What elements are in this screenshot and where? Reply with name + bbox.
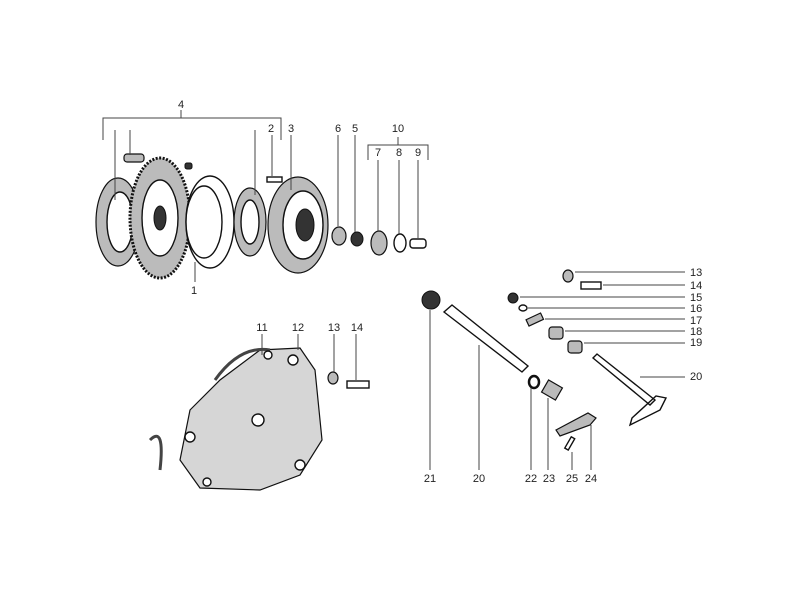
callout-5: 5 xyxy=(352,123,358,135)
callout-1: 1 xyxy=(191,285,197,297)
shaft-20 xyxy=(442,304,530,373)
gearbox-cover xyxy=(148,347,370,491)
callout-b21: 21 xyxy=(424,473,436,485)
bolt-14 xyxy=(580,281,602,290)
callout-r20: 20 xyxy=(690,371,702,383)
callout-r15: 15 xyxy=(690,292,702,304)
callout-6: 6 xyxy=(335,123,341,135)
screw xyxy=(266,176,283,183)
clutch-assembly xyxy=(95,153,427,280)
spring-23 xyxy=(540,379,564,401)
washer-b13 xyxy=(327,371,339,385)
callout-r18: 18 xyxy=(690,326,702,338)
callout-4: 4 xyxy=(178,99,184,111)
bush-9 xyxy=(409,238,427,249)
bush-19 xyxy=(567,340,583,354)
washer-13 xyxy=(562,269,574,283)
callout-r16: 16 xyxy=(690,303,702,315)
knob-21 xyxy=(421,290,441,310)
callout-b22: 22 xyxy=(525,473,537,485)
callout-b20: 20 xyxy=(473,473,485,485)
leader-lines xyxy=(102,110,429,282)
pin-25 xyxy=(563,435,576,452)
callout-b11: 11 xyxy=(256,322,267,334)
callout-b12: 12 xyxy=(292,322,304,334)
leader-lines-right xyxy=(429,271,685,470)
callout-10: 10 xyxy=(392,123,404,135)
callout-7: 7 xyxy=(375,147,381,159)
callout-b25: 25 xyxy=(566,473,578,485)
callout-labels: 4 2 3 6 5 10 7 8 9 1 13 14 15 16 17 18 1… xyxy=(178,99,702,485)
callout-r19: 19 xyxy=(690,337,702,349)
callout-b23: 23 xyxy=(543,473,555,485)
callout-r13: 13 xyxy=(690,267,702,279)
lever-17 xyxy=(525,312,545,327)
bush-18 xyxy=(548,326,564,340)
gear-shift-parts xyxy=(421,269,668,452)
leader-lines-bottom xyxy=(261,334,357,380)
bearing-7 xyxy=(370,230,388,256)
callout-b14: 14 xyxy=(351,322,363,334)
kick-shaft xyxy=(591,353,668,427)
callout-3: 3 xyxy=(288,123,294,135)
callout-r14: 14 xyxy=(690,280,702,292)
washer-6 xyxy=(331,226,347,246)
lever-24 xyxy=(555,412,597,437)
bolt-b14 xyxy=(346,380,370,389)
pin xyxy=(184,162,193,170)
callout-b13: 13 xyxy=(328,322,340,334)
oring-22 xyxy=(527,374,541,390)
callout-r17: 17 xyxy=(690,315,702,327)
callout-b24: 24 xyxy=(585,473,597,485)
callout-2: 2 xyxy=(268,123,274,135)
springs xyxy=(123,153,145,163)
circlip-8 xyxy=(393,233,407,253)
callout-8: 8 xyxy=(396,147,402,159)
nut-5 xyxy=(350,231,364,247)
callout-9: 9 xyxy=(415,147,421,159)
